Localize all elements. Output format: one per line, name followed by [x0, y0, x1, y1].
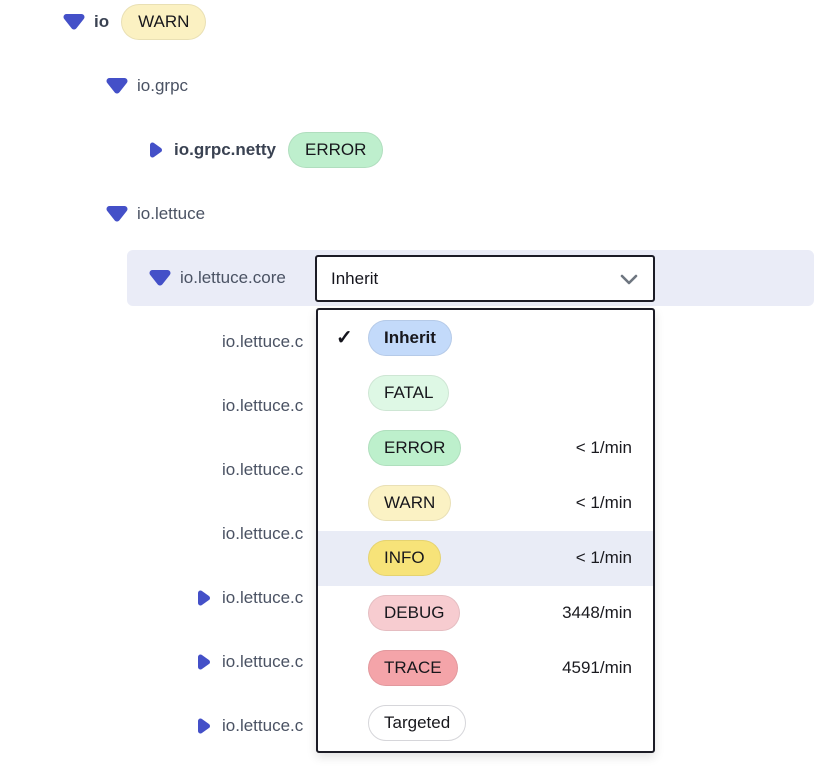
- collapse-icon[interactable]: [105, 77, 129, 95]
- tree-row-io-lettuce[interactable]: io.lettuce: [0, 186, 814, 242]
- dropdown-item-fatal[interactable]: FATAL: [318, 365, 653, 420]
- level-pill: ERROR: [368, 429, 462, 466]
- logger-name: io.lettuce.c: [222, 652, 304, 671]
- level-badge[interactable]: WARN: [121, 4, 207, 40]
- tree-row[interactable]: io.lettuce.c: [0, 634, 814, 690]
- rate-label: < 1/min: [575, 492, 632, 512]
- tree-row[interactable]: io.lettuce.c: [0, 378, 814, 434]
- level-badge[interactable]: ERROR: [288, 132, 384, 168]
- check-icon: ✓: [336, 327, 353, 350]
- collapse-icon[interactable]: [148, 269, 172, 287]
- logger-name: io.lettuce.c: [222, 524, 304, 543]
- tree-row[interactable]: io.lettuce.c: [0, 442, 814, 498]
- level-select[interactable]: Inherit: [315, 255, 655, 302]
- level-pill: Inherit: [368, 319, 452, 356]
- tree-row-io-grpc[interactable]: io.grpc: [0, 58, 814, 114]
- logger-name: io.lettuce.c: [222, 460, 304, 479]
- logger-name: io.lettuce.core: [180, 268, 286, 287]
- dropdown-item-inherit[interactable]: ✓ Inherit: [318, 310, 653, 365]
- expand-icon[interactable]: [196, 652, 212, 672]
- expand-icon[interactable]: [196, 588, 212, 608]
- logger-name: io.lettuce.c: [222, 332, 304, 351]
- dropdown-item-error[interactable]: ERROR < 1/min: [318, 420, 653, 475]
- dropdown-item-info[interactable]: INFO < 1/min: [318, 530, 653, 586]
- dropdown-item-trace[interactable]: TRACE 4591/min: [318, 641, 653, 696]
- level-pill: TRACE: [368, 650, 458, 687]
- rate-label: < 1/min: [575, 548, 632, 568]
- logger-name: io.lettuce: [137, 204, 206, 223]
- logger-name: io.grpc.netty: [174, 140, 277, 159]
- dropdown-item-debug[interactable]: DEBUG 3448/min: [318, 586, 653, 641]
- expand-icon[interactable]: [148, 140, 164, 160]
- tree-row[interactable]: io.lettuce.c: [0, 698, 814, 754]
- level-pill: INFO: [368, 540, 441, 577]
- collapse-icon[interactable]: [105, 205, 129, 223]
- expand-icon[interactable]: [196, 716, 212, 736]
- tree-row[interactable]: io.lettuce.c: [0, 506, 814, 562]
- dropdown-item-warn[interactable]: WARN < 1/min: [318, 475, 653, 530]
- level-dropdown: ✓ Inherit FATAL ERROR < 1/min WARN < 1/m…: [316, 308, 655, 753]
- logger-name: io: [94, 12, 110, 31]
- rate-label: 3448/min: [562, 603, 632, 623]
- level-pill: Targeted: [368, 705, 467, 742]
- selected-level-label: Inherit: [331, 268, 379, 288]
- logger-name: io.lettuce.c: [222, 588, 304, 607]
- level-pill: WARN: [368, 484, 452, 521]
- logger-name: io.grpc: [137, 76, 189, 95]
- tree-row-io-grpc-netty[interactable]: io.grpc.netty ERROR: [0, 122, 814, 178]
- rate-label: < 1/min: [575, 437, 632, 457]
- logger-name: io.lettuce.c: [222, 396, 304, 415]
- tree-row-io[interactable]: io WARN: [0, 0, 814, 50]
- tree-row[interactable]: io.lettuce.c: [0, 314, 814, 370]
- logger-name: io.lettuce.c: [222, 716, 304, 735]
- collapse-icon[interactable]: [62, 13, 86, 31]
- dropdown-item-targeted[interactable]: Targeted: [318, 696, 653, 751]
- rate-label: 4591/min: [562, 658, 632, 678]
- level-pill: FATAL: [368, 374, 450, 411]
- tree-row[interactable]: io.lettuce.c: [0, 570, 814, 626]
- level-pill: DEBUG: [368, 595, 461, 632]
- chevron-down-icon: [617, 267, 641, 291]
